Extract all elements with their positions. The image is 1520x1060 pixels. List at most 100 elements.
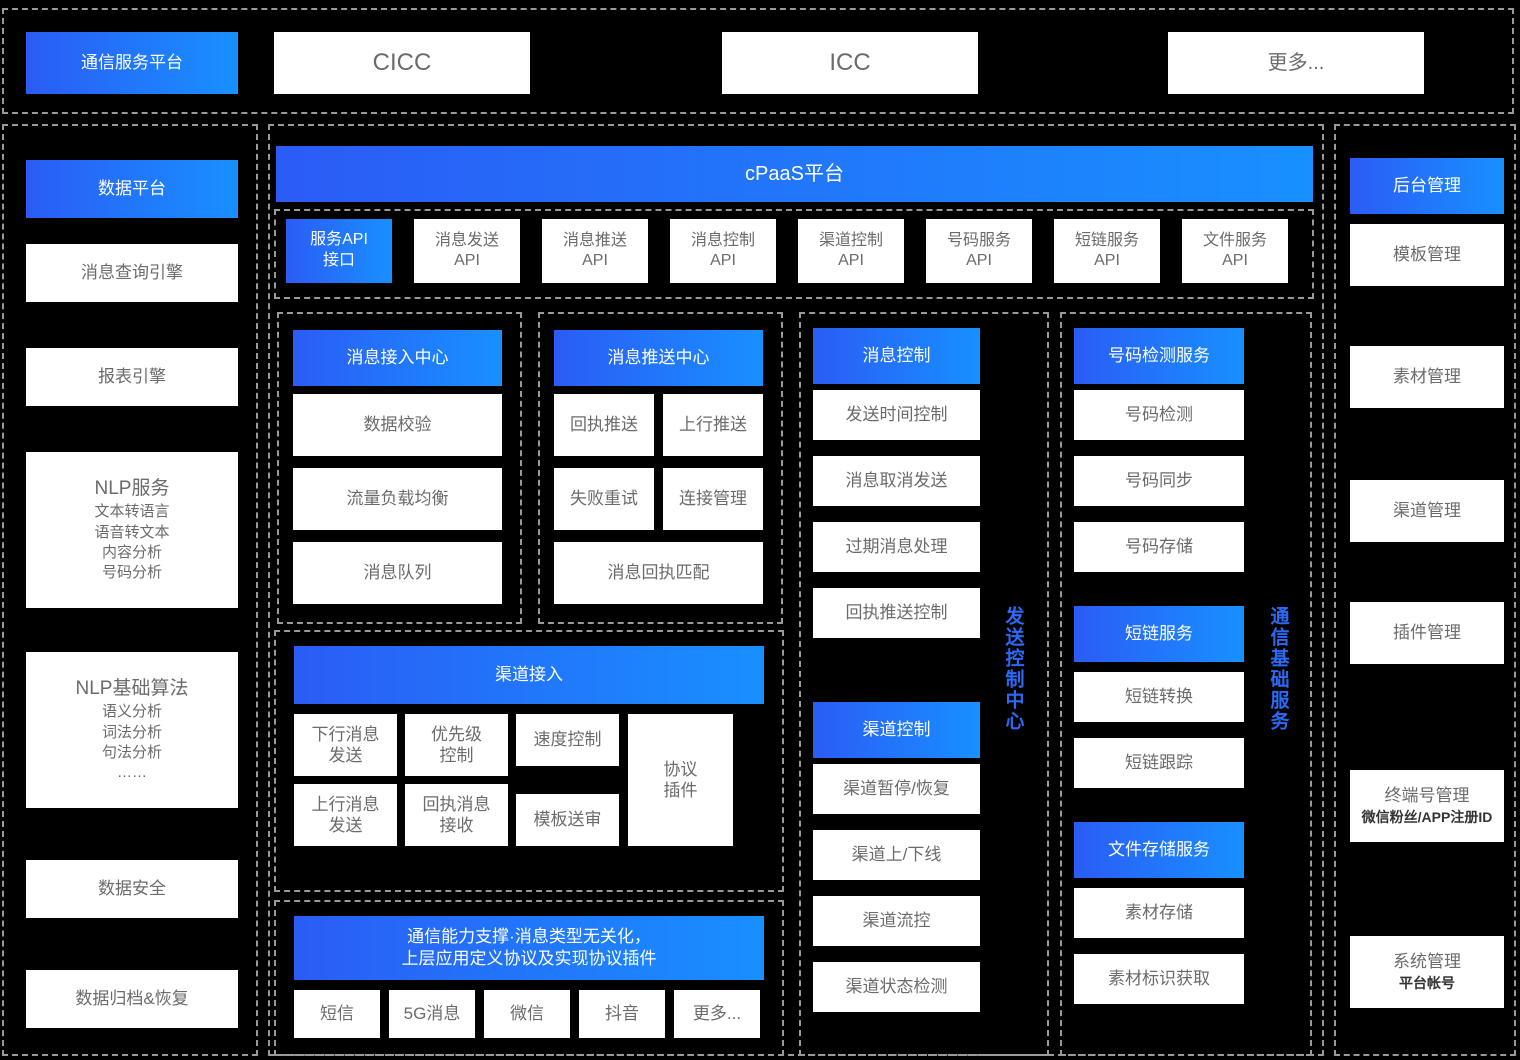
item-title: 渠道管理 [1393, 501, 1461, 521]
push-item-failure-retry[interactable]: 失败重试 [554, 468, 654, 530]
item-subtext: 微信粉丝/APP注册ID [1361, 809, 1493, 826]
api-box-shortlink-service[interactable]: 短链服务 API [1054, 219, 1160, 283]
item-title: 报表引擎 [98, 367, 166, 387]
item-title: 系统管理 [1393, 951, 1461, 971]
left-item-report-engine[interactable]: 报表引擎 [26, 348, 238, 406]
send-item-receipt-push-control[interactable]: 回执推送控制 [813, 588, 980, 638]
infra-item-shortlink-tracking[interactable]: 短链跟踪 [1074, 738, 1244, 788]
infra-item-number-sync[interactable]: 号码同步 [1074, 456, 1244, 506]
left-item-nlp-base-algorithm[interactable]: NLP基础算法 语义分析 词法分析 句法分析 …… [26, 652, 238, 808]
app-card-cicc[interactable]: CICC [274, 32, 530, 94]
channel-item-receipt-message-receive[interactable]: 回执消息 接收 [405, 784, 508, 846]
right-item-template-management[interactable]: 模板管理 [1350, 224, 1504, 286]
group-header-message-control[interactable]: 消息控制 [813, 328, 980, 384]
item-subtext: 语义分析 词法分析 句法分析 …… [101, 703, 162, 782]
infra-item-number-storage[interactable]: 号码存储 [1074, 522, 1244, 572]
section-header-backend-management[interactable]: 后台管理 [1350, 158, 1504, 214]
group-header-message-access-center[interactable]: 消息接入中心 [293, 330, 502, 386]
send-item-message-cancel-send[interactable]: 消息取消发送 [813, 456, 980, 506]
channel-item-downlink-message-send[interactable]: 下行消息 发送 [294, 714, 397, 776]
push-item-message-receipt-match[interactable]: 消息回执匹配 [554, 542, 763, 604]
item-title: 消息查询引擎 [81, 263, 183, 283]
right-item-terminal-number-management[interactable]: 终端号管理 微信粉丝/APP注册ID [1350, 770, 1504, 842]
group-header-shortlink-service[interactable]: 短链服务 [1074, 606, 1244, 662]
communication-infra-services-group: 号码检测服务 号码检测 号码同步 号码存储 短链服务 短链转换 短链跟踪 文件存… [1060, 312, 1312, 1056]
send-item-send-time-control[interactable]: 发送时间控制 [813, 390, 980, 440]
right-item-material-management[interactable]: 素材管理 [1350, 346, 1504, 408]
left-data-platform-panel: 数据平台 消息查询引擎 报表引擎 NLP服务 文本转语言 语音转文本 内容分析 … [2, 124, 258, 1056]
send-item-channel-status-detect[interactable]: 渠道状态检测 [813, 962, 980, 1012]
item-title: 插件管理 [1393, 623, 1461, 643]
group-header-channel-access[interactable]: 渠道接入 [294, 646, 764, 704]
item-title: 模板管理 [1393, 245, 1461, 265]
push-item-receipt-push[interactable]: 回执推送 [554, 394, 654, 456]
left-item-message-query-engine[interactable]: 消息查询引擎 [26, 244, 238, 302]
left-item-nlp-service[interactable]: NLP服务 文本转语言 语音转文本 内容分析 号码分析 [26, 452, 238, 608]
send-item-channel-online-offline[interactable]: 渠道上/下线 [813, 830, 980, 880]
push-item-uplink-push[interactable]: 上行推送 [663, 394, 763, 456]
vertical-label-send-control-center: 发送控制中心 [1002, 606, 1024, 732]
right-backend-management-panel: 后台管理 模板管理 素材管理 渠道管理 插件管理 终端号管理 微信粉丝/APP注… [1334, 124, 1516, 1056]
right-item-channel-management[interactable]: 渠道管理 [1350, 480, 1504, 542]
group-header-capability-support[interactable]: 通信能力支撑·消息类型无关化， 上层应用定义协议及实现协议插件 [294, 916, 764, 980]
left-item-data-security[interactable]: 数据安全 [26, 860, 238, 918]
vertical-label-communication-infra-services: 通信基础服务 [1267, 606, 1289, 732]
capability-channel-sms[interactable]: 短信 [294, 990, 380, 1038]
top-application-strip: 通信服务平台 CICC ICC 更多... [2, 8, 1514, 114]
message-access-center-group: 消息接入中心 数据校验 流量负载均衡 消息队列 [277, 312, 522, 624]
communication-capability-group: 通信能力支撑·消息类型无关化， 上层应用定义协议及实现协议插件 短信 5G消息 … [274, 900, 784, 1056]
access-item-message-queue[interactable]: 消息队列 [293, 542, 502, 604]
api-box-service-api[interactable]: 服务API 接口 [286, 219, 392, 283]
capability-channel-wechat[interactable]: 微信 [484, 990, 570, 1038]
message-push-center-group: 消息推送中心 回执推送 上行推送 失败重试 连接管理 消息回执匹配 [538, 312, 783, 624]
app-card-more[interactable]: 更多... [1168, 32, 1424, 94]
right-item-plugin-management[interactable]: 插件管理 [1350, 602, 1504, 664]
channel-item-uplink-message-send[interactable]: 上行消息 发送 [294, 784, 397, 846]
access-item-traffic-load-balance[interactable]: 流量负载均衡 [293, 468, 502, 530]
section-header-data-platform[interactable]: 数据平台 [26, 160, 238, 218]
item-subtext: 平台帐号 [1399, 975, 1455, 992]
access-item-data-validation[interactable]: 数据校验 [293, 394, 502, 456]
api-interface-group: 服务API 接口 消息发送 API 消息推送 API 消息控制 API 渠道控制… [274, 209, 1314, 299]
platform-badge-communication-service[interactable]: 通信服务平台 [26, 32, 238, 94]
capability-channel-douyin[interactable]: 抖音 [579, 990, 665, 1038]
item-subtext: 文本转语言 语音转文本 内容分析 号码分析 [94, 503, 170, 582]
capability-channel-5g-message[interactable]: 5G消息 [389, 990, 475, 1038]
group-header-number-detection-service[interactable]: 号码检测服务 [1074, 328, 1244, 384]
infra-item-material-id-fetch[interactable]: 素材标识获取 [1074, 954, 1244, 1004]
api-box-message-send[interactable]: 消息发送 API [414, 219, 520, 283]
push-item-connection-management[interactable]: 连接管理 [663, 468, 763, 530]
center-cpaas-panel [268, 124, 1324, 1056]
group-header-channel-control[interactable]: 渠道控制 [813, 702, 980, 758]
item-title: 素材管理 [1393, 367, 1461, 387]
item-title: 数据归档&恢复 [75, 989, 189, 1009]
send-item-channel-pause-resume[interactable]: 渠道暂停/恢复 [813, 764, 980, 814]
cpaas-platform-bar[interactable]: cPaaS平台 [276, 146, 1313, 202]
send-control-center-group: 消息控制 发送时间控制 消息取消发送 过期消息处理 回执推送控制 渠道控制 渠道… [799, 312, 1049, 1056]
group-header-message-push-center[interactable]: 消息推送中心 [554, 330, 763, 386]
item-title: NLP基础算法 [75, 677, 189, 699]
infra-item-shortlink-convert[interactable]: 短链转换 [1074, 672, 1244, 722]
app-card-icc[interactable]: ICC [722, 32, 978, 94]
channel-item-speed-control[interactable]: 速度控制 [516, 714, 619, 766]
api-box-channel-control[interactable]: 渠道控制 API [798, 219, 904, 283]
channel-item-protocol-plugin[interactable]: 协议 插件 [628, 714, 733, 846]
left-item-data-archive-restore[interactable]: 数据归档&恢复 [26, 970, 238, 1028]
item-title: NLP服务 [94, 477, 170, 499]
infra-item-material-storage[interactable]: 素材存储 [1074, 888, 1244, 938]
api-box-file-service[interactable]: 文件服务 API [1182, 219, 1288, 283]
channel-item-template-review[interactable]: 模板送审 [516, 794, 619, 846]
api-box-message-push[interactable]: 消息推送 API [542, 219, 648, 283]
item-title: 数据安全 [98, 879, 166, 899]
api-box-message-control[interactable]: 消息控制 API [670, 219, 776, 283]
channel-item-priority-control[interactable]: 优先级 控制 [405, 714, 508, 776]
send-item-channel-flow-control[interactable]: 渠道流控 [813, 896, 980, 946]
group-header-file-storage-service[interactable]: 文件存储服务 [1074, 822, 1244, 878]
infra-item-number-detection[interactable]: 号码检测 [1074, 390, 1244, 440]
capability-channel-more[interactable]: 更多... [674, 990, 760, 1038]
right-item-system-management[interactable]: 系统管理 平台帐号 [1350, 936, 1504, 1008]
api-box-number-service[interactable]: 号码服务 API [926, 219, 1032, 283]
channel-access-group: 渠道接入 下行消息 发送 优先级 控制 速度控制 上行消息 发送 回执消息 接收… [274, 630, 784, 892]
send-item-expired-message-handling[interactable]: 过期消息处理 [813, 522, 980, 572]
